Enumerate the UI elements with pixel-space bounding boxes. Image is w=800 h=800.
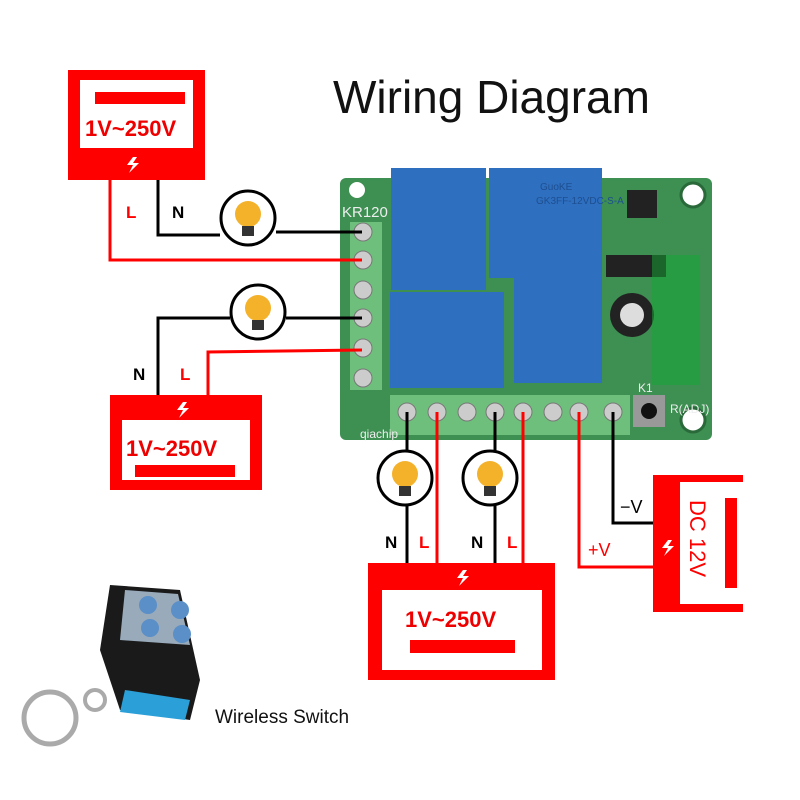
live-wire [206, 348, 363, 397]
svg-text:GK3FF-12VDC-S-A: GK3FF-12VDC-S-A [536, 196, 624, 207]
svg-text:1V~250V: 1V~250V [405, 607, 496, 632]
svg-text:N: N [133, 365, 145, 384]
button-label: K1 [638, 381, 653, 395]
svg-text:1V~250V: 1V~250V [126, 436, 217, 461]
relay [390, 168, 602, 388]
svg-text:−V: −V [620, 497, 643, 517]
light-bulb-icon [219, 189, 277, 247]
light-bulb-icon [229, 283, 287, 341]
terminal-screw [543, 402, 563, 422]
light-bulb-icon [461, 449, 519, 507]
svg-text:1V~250V: 1V~250V [85, 116, 176, 141]
svg-text:L: L [180, 365, 190, 384]
terminal-screw [353, 338, 373, 358]
terminal-screw [457, 402, 477, 422]
lightning-icon [127, 157, 139, 173]
remote-label: Wireless Switch [215, 707, 349, 728]
light-bulb-icon [376, 449, 434, 507]
board-model: KR120 [342, 204, 388, 221]
live-wire [108, 180, 362, 262]
relay-board: KR120 GK3FF-12VDC-S-A GuoKE K1 R(ADJ) qi… [340, 168, 712, 441]
ac-source-2: 1V~250V N L [110, 365, 262, 490]
lightning-icon [177, 402, 189, 418]
svg-text:N: N [471, 533, 483, 552]
page-title: Wiring Diagram [333, 71, 650, 123]
svg-text:+V: +V [588, 540, 611, 560]
ac-source-1: 1V~250V L N [68, 70, 205, 222]
adjust-label: R(ADJ) [670, 402, 709, 416]
remote-control-icon [21, 585, 200, 747]
terminal-screw [353, 368, 373, 388]
svg-text:L: L [507, 533, 517, 552]
terminal-screw [353, 280, 373, 300]
svg-text:N: N [385, 533, 397, 552]
svg-text:N: N [172, 203, 184, 222]
svg-text:GuoKE: GuoKE [540, 182, 573, 193]
dc-supply: DC 12V −V +V [588, 475, 745, 612]
negative-wire [611, 412, 657, 525]
lightning-icon [457, 570, 469, 586]
svg-text:DC 12V: DC 12V [685, 500, 710, 577]
lightning-icon [662, 540, 674, 556]
neutral-wire [156, 180, 220, 237]
brand-label: qiachip [360, 427, 398, 441]
ac-source-3: 1V~250V N L N L [368, 533, 555, 680]
svg-text:L: L [419, 533, 429, 552]
positive-wire [577, 412, 657, 569]
svg-text:L: L [126, 203, 136, 222]
